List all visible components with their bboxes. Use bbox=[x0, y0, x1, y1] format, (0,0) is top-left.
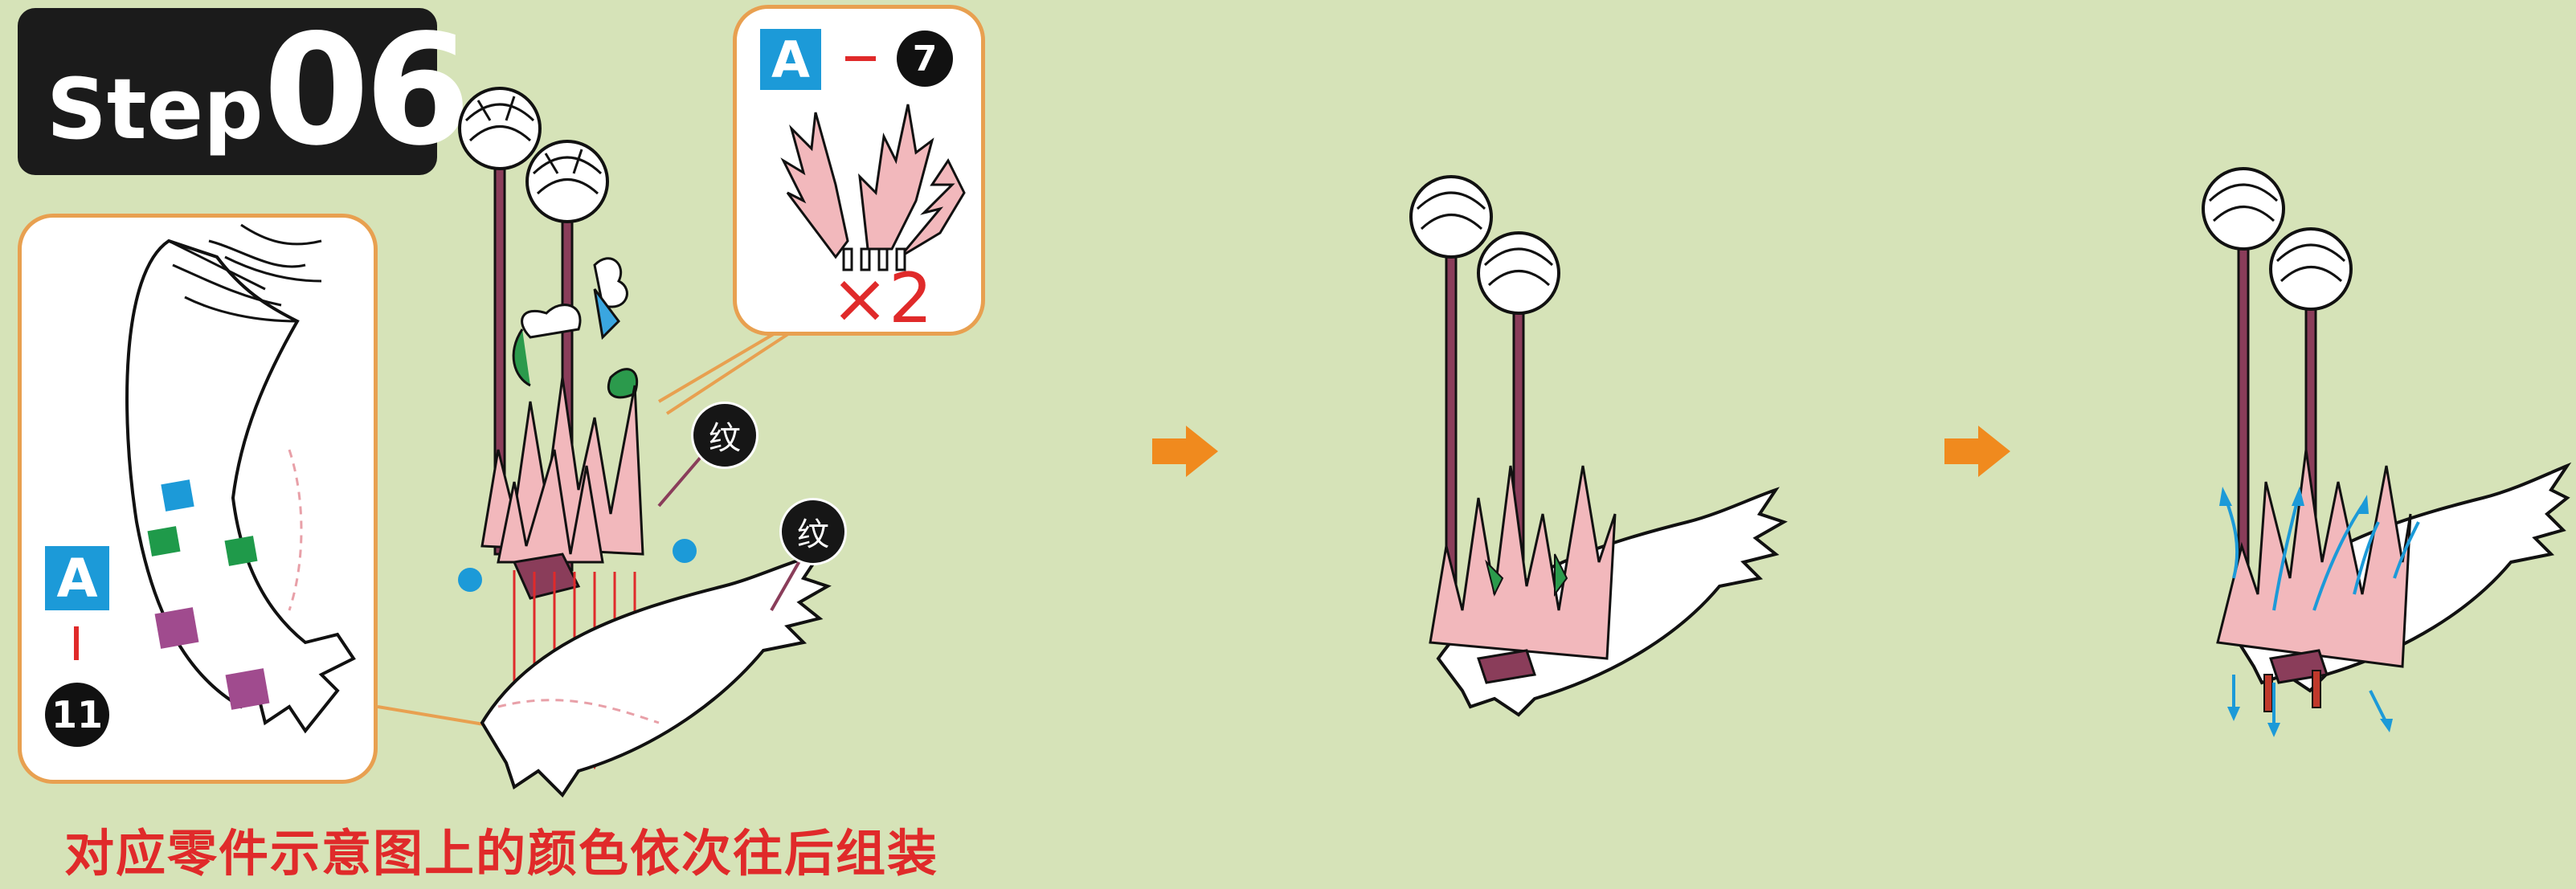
alignment-dot-right bbox=[673, 539, 697, 563]
flower-head-1 bbox=[458, 87, 542, 170]
part-callout-quantity: ×2 bbox=[831, 259, 933, 339]
part-callout-number: 7 bbox=[897, 31, 953, 87]
texture-marker-2: 纹 bbox=[779, 498, 847, 565]
step-badge: Step 06 bbox=[18, 8, 471, 175]
slot-green-2 bbox=[224, 536, 258, 566]
assembly-instruction-caption: 对应零件示意图上的颜色依次往后组装 bbox=[64, 824, 939, 883]
part-callout-tag: A bbox=[760, 29, 821, 90]
part-key-number: 11 bbox=[45, 683, 109, 747]
part-key-dash bbox=[74, 626, 79, 660]
part-key-tag: A bbox=[45, 546, 109, 610]
flower-head-2 bbox=[525, 140, 609, 223]
texture-marker-1: 纹 bbox=[691, 402, 758, 469]
part-callout-dash bbox=[845, 56, 876, 61]
slot-blue bbox=[161, 479, 194, 512]
slot-purple-2 bbox=[225, 668, 270, 710]
slot-green-1 bbox=[147, 526, 181, 557]
slot-purple-1 bbox=[154, 607, 199, 649]
alignment-dot-left bbox=[458, 568, 482, 592]
step-number: 06 bbox=[263, 2, 471, 179]
step-word: Step bbox=[47, 60, 264, 158]
